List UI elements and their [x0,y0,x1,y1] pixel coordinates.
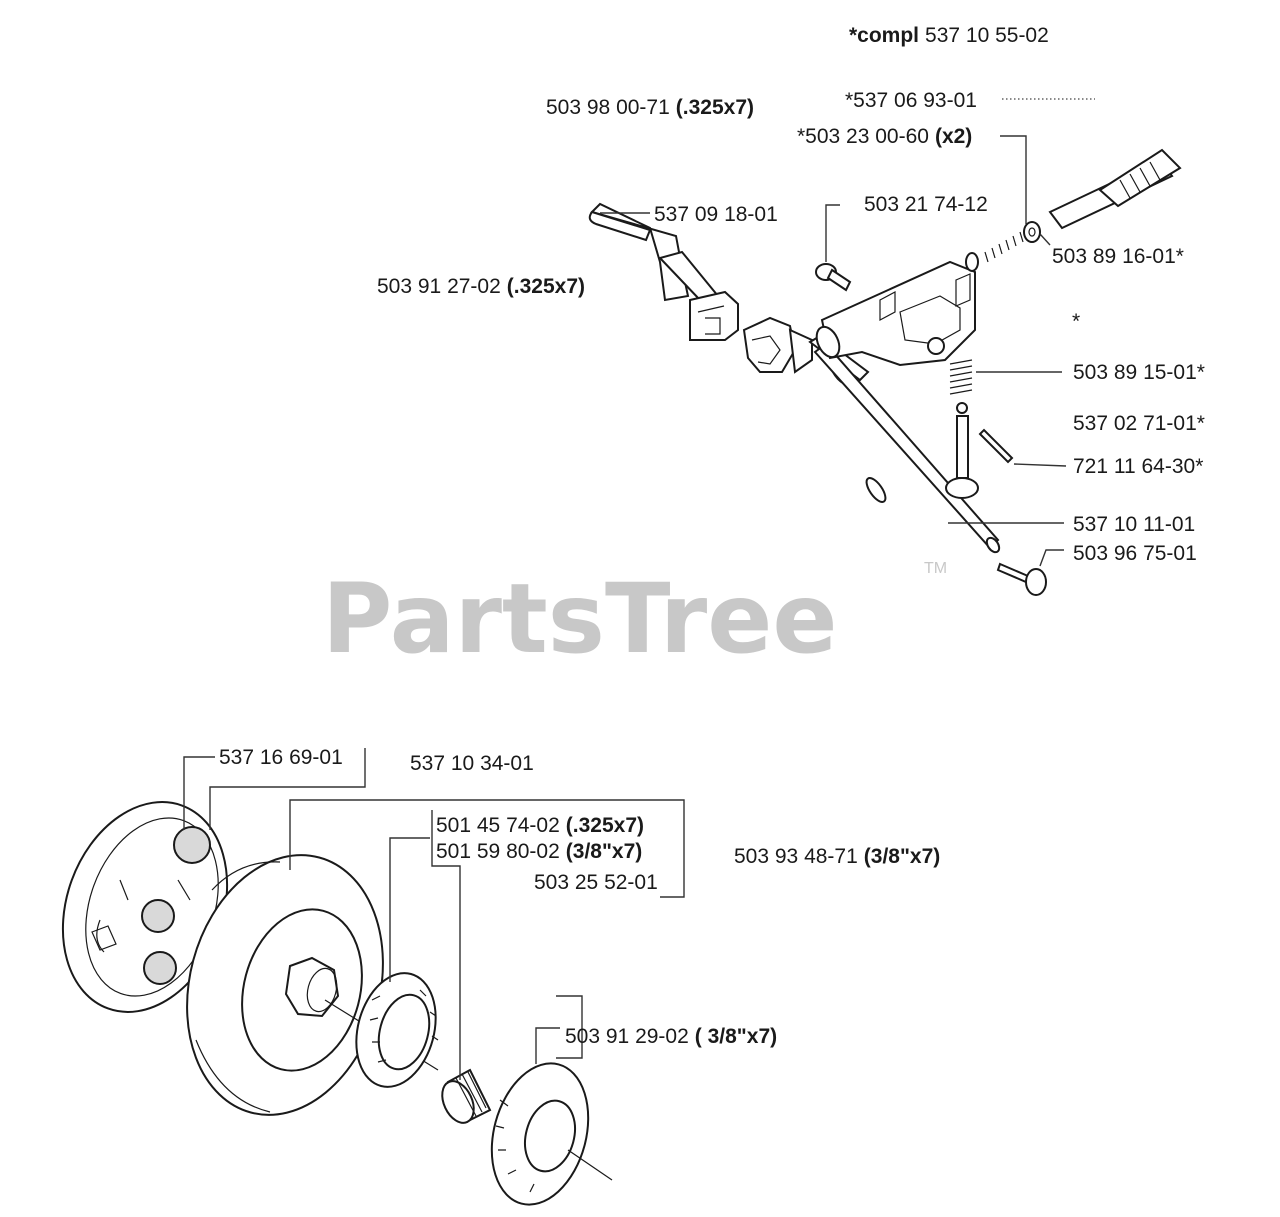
label-503-89-15-01: 503 89 15-01* [1073,361,1205,384]
pump-spring-part [945,359,1014,499]
label-compl: *compl 537 10 55-02 [849,24,1049,47]
compl-prefix: *compl [849,24,919,47]
label-503-23-00-60: *503 23 00-60(x2) [797,125,972,148]
clutch-drum-part [186,854,439,1116]
label-503-21-74-12: 503 21 74-12 [864,193,988,216]
brake-lever-part [588,202,739,341]
label-537-06-93-01: *537 06 93-01 [845,89,977,112]
rim-sprocket-part [355,972,439,1088]
label-503-98-00-71: 503 98 00-71(.325x7) [546,96,754,119]
needle-bearing-part [441,1068,492,1124]
label-asterisk: * [1072,310,1080,333]
label-501-59-80-02: 501 59 80-02(3/8"x7) [436,840,642,863]
pump-housing-part [815,260,976,367]
adjuster-rod-part [965,148,1182,272]
label-503-96-75-01: 503 96 75-01 [1073,542,1197,565]
label-721-11-64-30: 721 11 64-30* [1073,455,1203,478]
label-501-45-74-02: 501 45 74-02(.325x7) [436,814,644,837]
label-503-89-16-01: 503 89 16-01* [1052,245,1184,268]
watermark-trademark: TM [924,560,947,577]
label-537-10-11-01: 537 10 11-01 [1073,513,1195,536]
label-537-10-34-01: 537 10 34-01 [410,752,534,775]
label-503-91-29-02: 503 91 29-02( 3/8"x7) [565,1025,777,1048]
leader-lines-top [600,98,1095,567]
leader-lines-bottom [183,748,685,1080]
label-503-91-27-02: 503 91 27-02(.325x7) [377,275,585,298]
label-503-25-52-01: 503 25 52-01 [534,871,658,894]
label-537-16-69-01: 537 16 69-01 [219,746,343,769]
adjuster-screw-part [996,562,1047,596]
label-503-93-48-71: 503 93 48-71(3/8"x7) [734,845,940,868]
label-537-09-18-01: 537 09 18-01 [654,203,778,226]
spur-sprocket-part [490,1062,613,1206]
compl-number: 537 10 55-02 [925,24,1049,47]
watermark-text: PartsTree [322,563,837,675]
clutch-shoes-part [61,801,229,1013]
screw-part [815,263,852,292]
label-537-02-71-01: 537 02 71-01* [1073,412,1205,435]
